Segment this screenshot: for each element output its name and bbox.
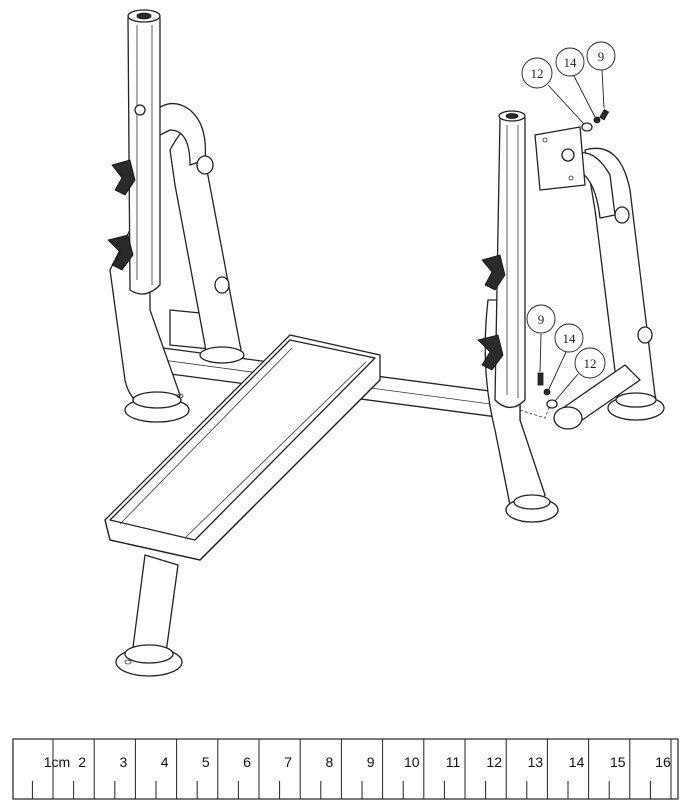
ruler-label: 11 xyxy=(446,754,461,770)
ruler-label: 2 xyxy=(78,754,86,770)
callout-bottom-12: 12 xyxy=(554,347,606,402)
bench-front-leg xyxy=(115,554,183,677)
ruler-label: 14 xyxy=(569,754,585,770)
ruler-label: 15 xyxy=(610,754,626,770)
callout-label: 14 xyxy=(564,55,578,70)
callout-label: 12 xyxy=(584,356,597,371)
ruler-label: 5 xyxy=(202,754,210,770)
left-upright-frame xyxy=(107,9,245,423)
ruler-label: 12 xyxy=(486,754,502,770)
ruler-label: 4 xyxy=(161,754,169,770)
ruler-label: 9 xyxy=(367,754,375,770)
hardware-top xyxy=(581,108,610,132)
callout-top-12: 12 xyxy=(521,57,585,125)
callout-label: 9 xyxy=(538,312,545,327)
washer-14-top xyxy=(593,116,601,124)
ruler-ticks xyxy=(31,739,672,799)
bench-pad xyxy=(104,334,381,561)
ruler-label: 8 xyxy=(326,754,334,770)
callout-label: 14 xyxy=(563,331,577,346)
ruler-label: 3 xyxy=(120,754,128,770)
washer-14-bottom xyxy=(543,388,551,396)
hardware-bottom xyxy=(537,372,558,409)
callout-bottom-9: 9 xyxy=(526,304,556,373)
ruler-label: 16 xyxy=(655,754,671,770)
ruler-label: 7 xyxy=(284,754,292,770)
callout-label: 12 xyxy=(531,66,544,81)
bolt-9-top xyxy=(599,108,610,121)
callout-label: 9 xyxy=(598,49,605,64)
bolt-9-bottom xyxy=(537,372,544,386)
callout-bottom-14: 14 xyxy=(548,323,584,390)
right-upright-frame xyxy=(477,110,665,523)
ruler-label: 10 xyxy=(404,754,420,770)
ruler-label: 6 xyxy=(243,754,251,770)
ruler-label: 1cm xyxy=(44,754,70,770)
ruler-frame xyxy=(12,738,679,800)
callout-top-14: 14 xyxy=(555,47,596,118)
scale-ruler: 1cm 2 3 4 5 6 7 8 9 10 11 12 13 14 15 16 xyxy=(12,738,679,800)
washer-12-bottom xyxy=(546,399,558,409)
callout-top-9: 9 xyxy=(586,41,616,109)
ruler-labels: 1cm 2 3 4 5 6 7 8 9 10 11 12 13 14 15 16 xyxy=(44,754,671,770)
washer-12-top xyxy=(581,122,593,132)
ruler-label: 13 xyxy=(528,754,544,770)
